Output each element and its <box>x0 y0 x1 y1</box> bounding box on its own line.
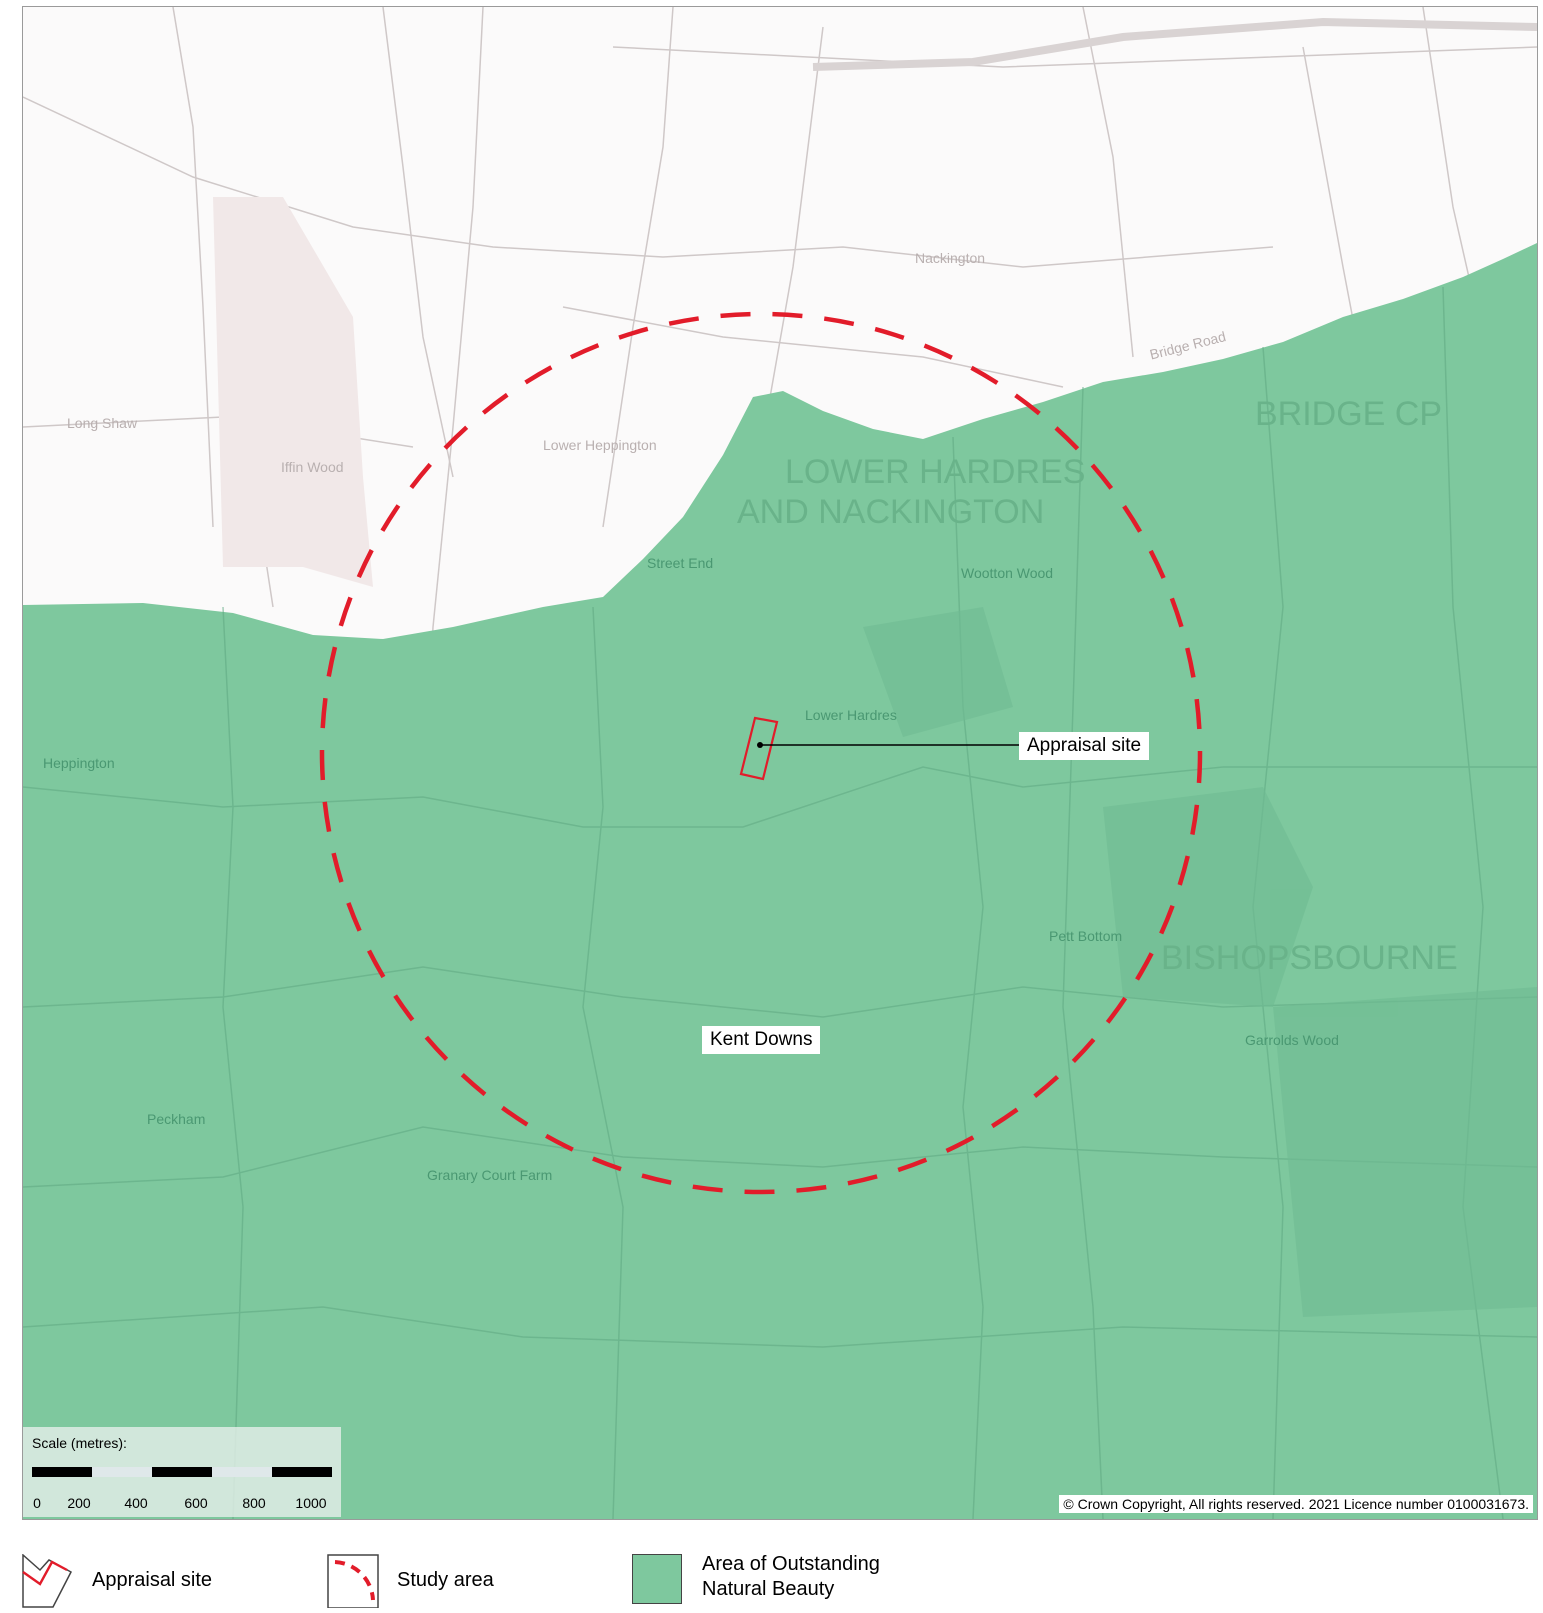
place-label: Pett Bottom <box>1049 928 1123 944</box>
green-fill-swatch <box>632 1554 682 1604</box>
scale-bar-segment <box>92 1467 152 1477</box>
map-frame[interactable]: Nackington Bridge Road Lower Hardres Str… <box>22 6 1538 1520</box>
scale-bar <box>32 1467 332 1477</box>
scale-tick-label: 1000 <box>295 1495 327 1511</box>
place-label: Street End <box>647 555 714 571</box>
copyright-notice: © Crown Copyright, All rights reserved. … <box>1059 1495 1533 1513</box>
scale-bar-segment <box>152 1467 212 1477</box>
place-label: Iffin Wood <box>281 459 344 475</box>
place-label: Nackington <box>915 250 986 266</box>
scale-title: Scale (metres): <box>32 1435 127 1451</box>
place-label: Peckham <box>147 1111 206 1127</box>
aonb-name-label: Kent Downs <box>702 1026 821 1054</box>
place-label: Heppington <box>43 755 115 771</box>
scale-tick-label: 200 <box>67 1495 91 1511</box>
appraisal-site-polygon[interactable] <box>739 716 779 781</box>
appraisal-site-label: Appraisal site <box>1019 732 1150 760</box>
place-label: Lower Hardres <box>805 707 897 723</box>
legend-item-aonb: Area of Outstanding Natural Beauty <box>632 1552 1032 1608</box>
place-label: Granary Court Farm <box>427 1167 553 1183</box>
scale-tick-label: 600 <box>184 1495 208 1511</box>
parish-label: LOWER HARDRES <box>785 453 1086 491</box>
place-label: Lower Heppington <box>543 437 657 453</box>
legend-label: Study area <box>397 1569 494 1591</box>
legend-label: Natural Beauty <box>702 1578 835 1600</box>
basemap-wood-patches <box>213 197 373 587</box>
legend-item-appraisal-site: Appraisal site <box>22 1552 322 1608</box>
legend-label: Appraisal site <box>92 1569 213 1591</box>
parish-label: AND NACKINGTON <box>737 493 1045 531</box>
scale-tick-label: 800 <box>242 1495 266 1511</box>
legend-label: Area of Outstanding <box>702 1553 880 1575</box>
site-outline-icon <box>22 1553 73 1608</box>
aonb-woodland <box>863 607 1537 1317</box>
scale-box: Scale (metres): 0 200 400 600 800 1000 <box>23 1427 341 1517</box>
place-label: Garrolds Wood <box>1245 1032 1339 1048</box>
legend-item-study-area: Study area <box>327 1552 627 1609</box>
place-label: Wootton Wood <box>961 565 1054 581</box>
scale-bar-segment <box>32 1467 92 1477</box>
study-area-circle[interactable] <box>319 311 1203 1195</box>
parish-label: BRIDGE CP <box>1255 395 1443 433</box>
parish-label: BISHOPSBOURNE <box>1161 939 1458 977</box>
basemap-railway <box>812 17 1537 71</box>
scale-bar-segment <box>272 1467 332 1477</box>
place-label: Long Shaw <box>67 415 138 431</box>
scale-tick-label: 0 <box>33 1495 41 1511</box>
legend: Appraisal site Study area Area of Outsta… <box>22 1552 1522 1609</box>
scale-tick-label: 400 <box>124 1495 148 1511</box>
appraisal-leader-dot <box>757 742 763 748</box>
scale-bar-segment <box>212 1467 272 1477</box>
basemap <box>23 7 1537 1519</box>
dashed-circle-icon <box>327 1554 379 1609</box>
